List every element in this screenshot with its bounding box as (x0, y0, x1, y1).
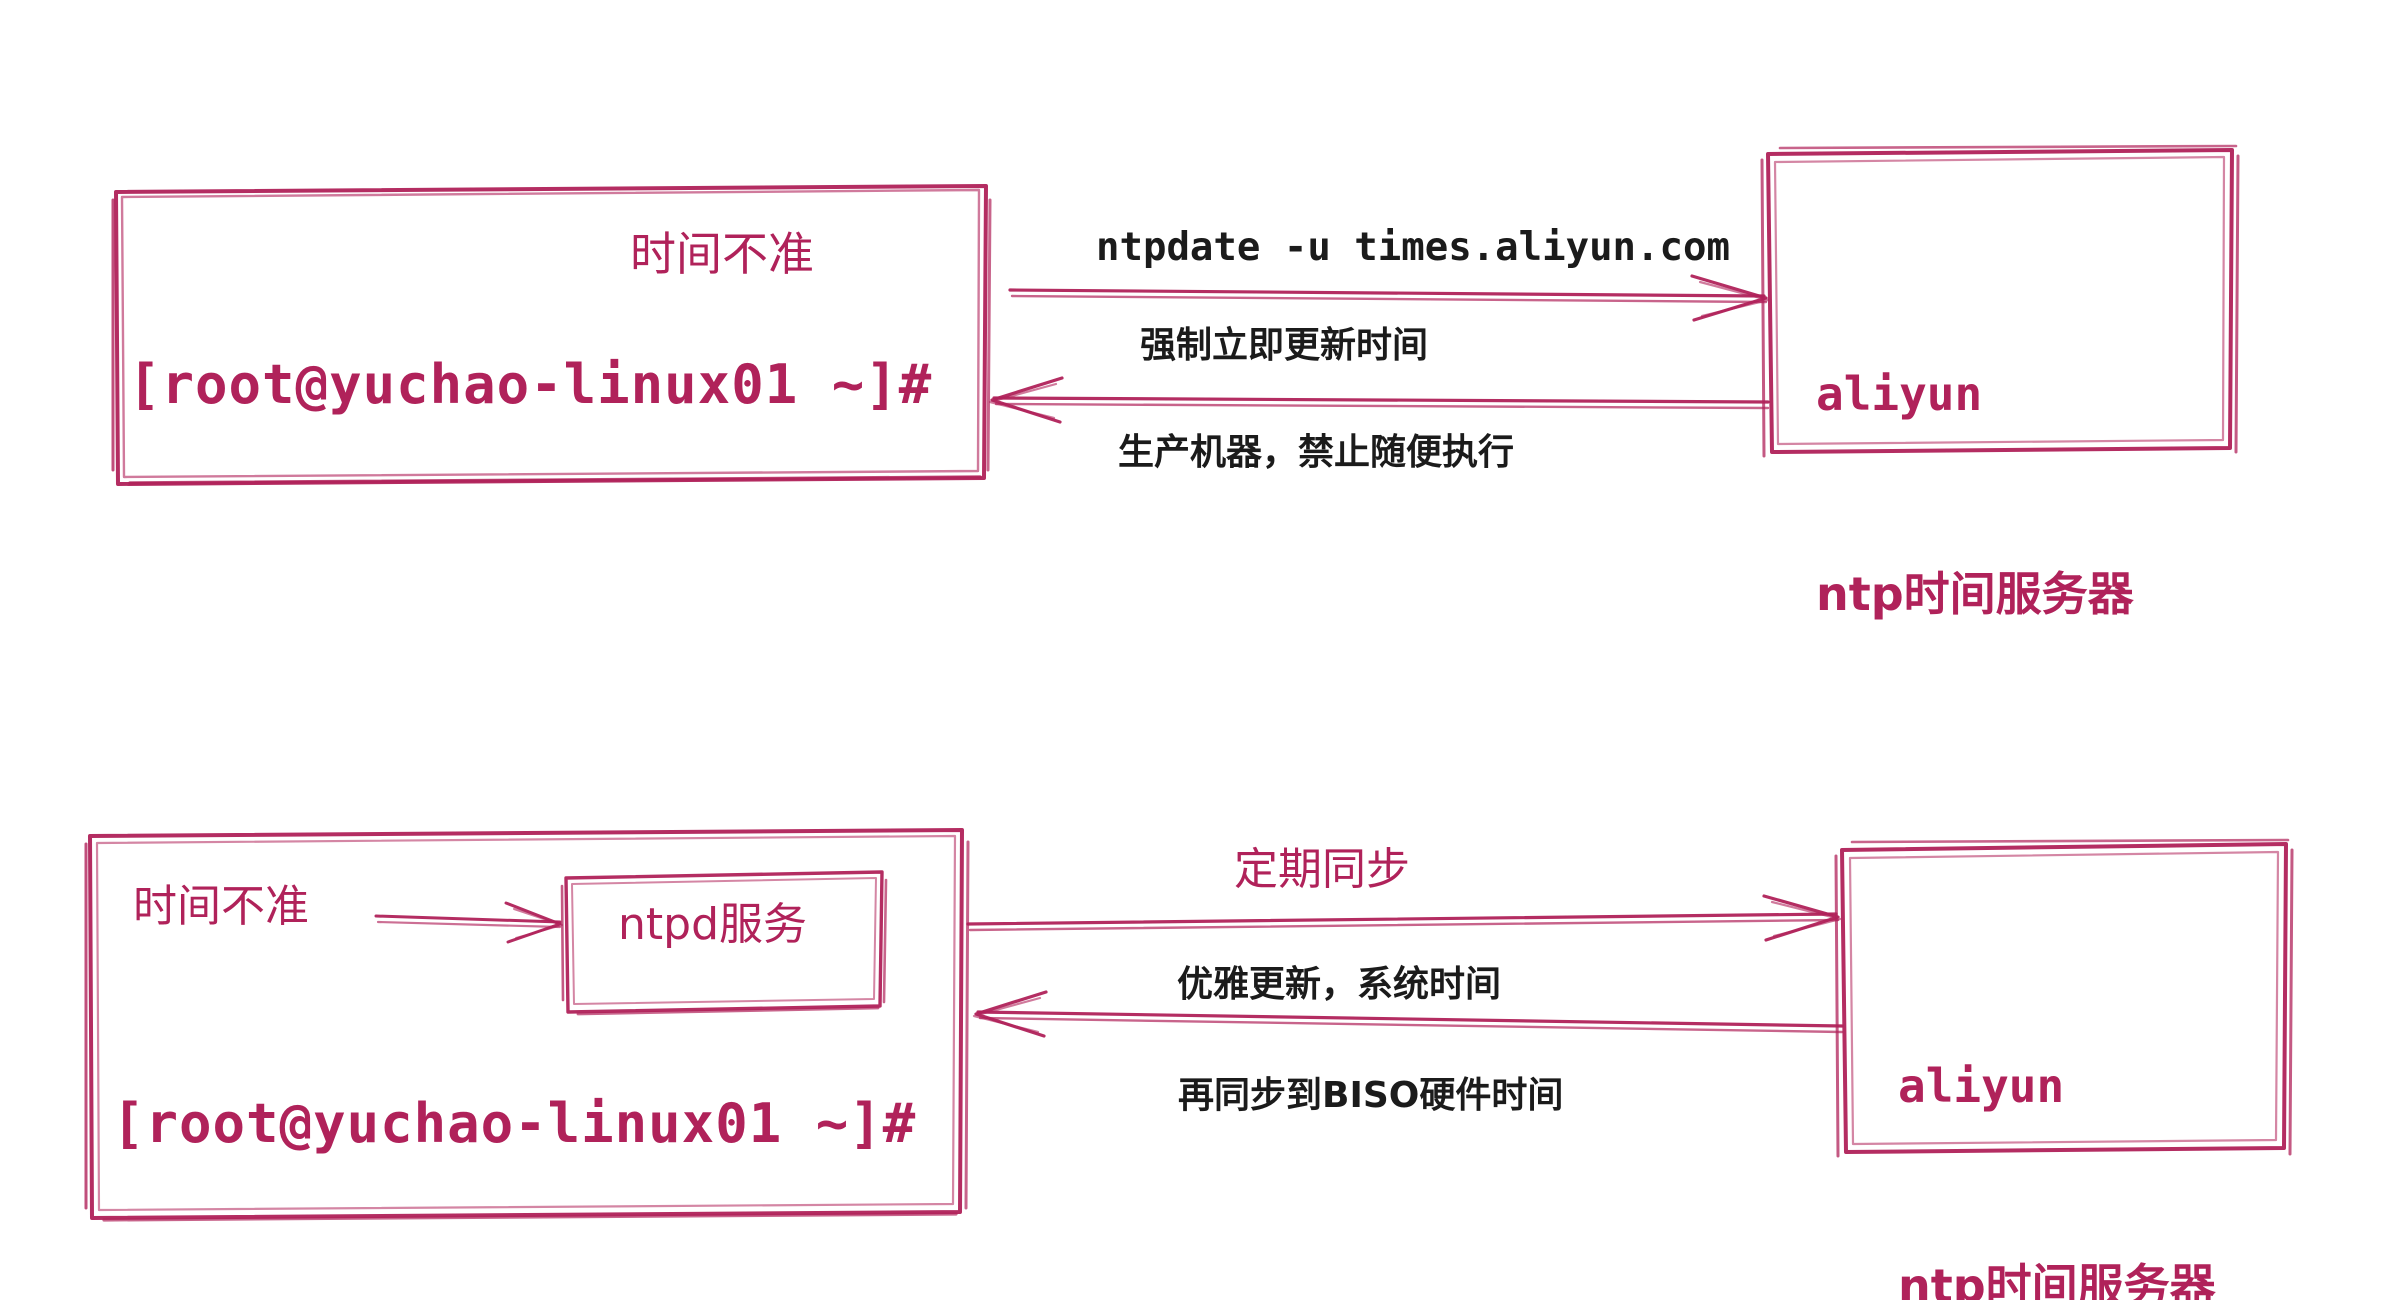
bottom-client-shell-prompt: [root@yuchao-linux01 ~]# (112, 1092, 917, 1155)
top-response-arrow (988, 376, 1770, 424)
bottom-request-arrow (966, 894, 1842, 942)
top-request-arrow-label: ntpdate -u times.aliyun.com (1096, 225, 1730, 270)
ntpd-service-label: ntpd服务 (618, 899, 807, 950)
bottom-response-note-label: 优雅更新，系统时间 (1177, 964, 1502, 1005)
bottom-server-line2: ntp时间服务器 (1898, 1259, 2216, 1300)
bottom-server-line1: aliyun (1898, 1059, 2065, 1114)
top-server-line1: aliyun (1816, 367, 1983, 422)
bottom-trigger-arrow (374, 901, 563, 944)
bottom-server-box-label: aliyun ntp时间服务器 (1898, 920, 2216, 1300)
top-server-line2: ntp时间服务器 (1816, 567, 2134, 622)
top-response-note-label: 强制立即更新时间 (1140, 325, 1429, 366)
top-server-box-label: aliyun ntp时间服务器 (1816, 228, 2134, 762)
top-warning-label: 生产机器，禁止随便执行 (1118, 432, 1515, 473)
bottom-request-arrow-label: 定期同步 (1234, 844, 1410, 895)
top-client-title: 时间不准 (630, 227, 814, 281)
top-request-arrow (1008, 274, 1770, 322)
bottom-client-trigger-label: 时间不准 (133, 881, 309, 932)
top-client-box (111, 184, 992, 486)
bottom-hardware-clock-label: 再同步到BISO硬件时间 (1178, 1075, 1564, 1116)
top-client-shell-prompt: [root@yuchao-linux01 ~]# (128, 353, 933, 416)
